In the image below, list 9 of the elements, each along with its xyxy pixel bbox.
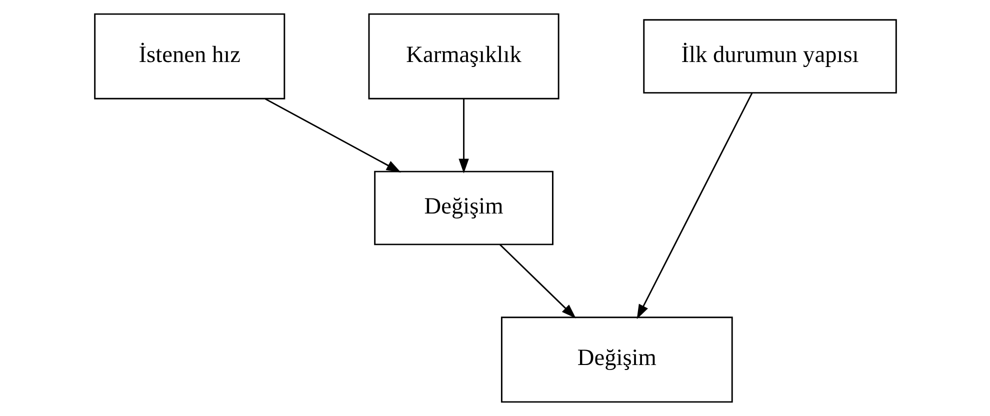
node-box: İstenen hız [94,13,285,100]
arrow [636,92,752,320]
arrow [458,98,468,174]
arrow [264,98,401,172]
node-box: Değişim [374,170,553,246]
node-box: İlk durumun yapısı [642,19,896,94]
node-box: Değişim [500,316,732,403]
node-box: Karmaşıklık [368,13,559,100]
arrow [499,244,576,318]
